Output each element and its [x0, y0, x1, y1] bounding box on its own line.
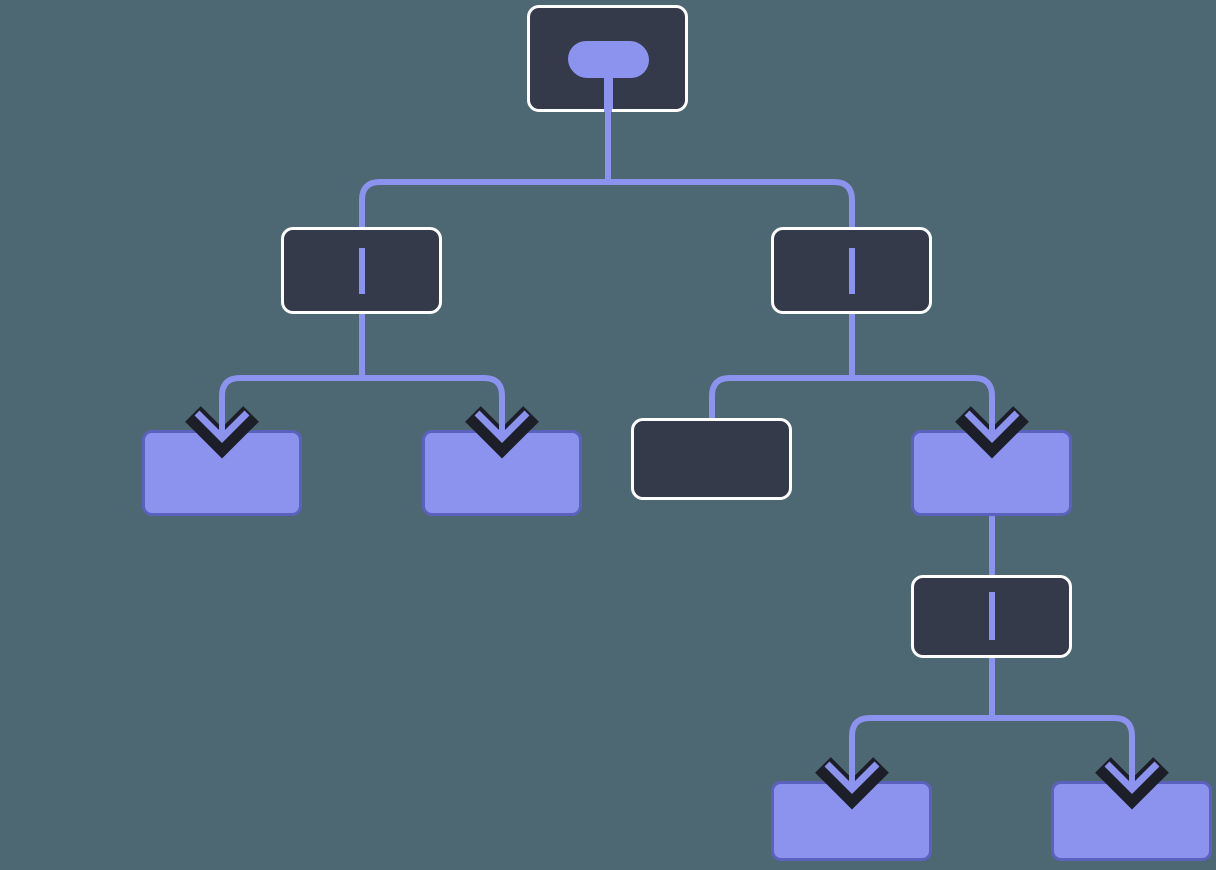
level2-right-node-label [774, 230, 929, 311]
edge-root-to-right [605, 112, 855, 227]
edge-left-to-leaf-a [219, 314, 365, 432]
edge-left-to-leaf-b [359, 314, 505, 432]
dark-leaf-node-label [634, 421, 789, 497]
edge-right-to-branch [849, 314, 995, 432]
leaf-bottom-b[interactable] [1051, 781, 1212, 861]
edge-root-to-left [359, 112, 611, 227]
level2-left-node-label [284, 230, 439, 311]
level2-right-node[interactable] [771, 227, 932, 314]
edge-right-to-dark-leaf [709, 314, 855, 418]
leaf-left-b[interactable] [422, 430, 582, 516]
level4-dark-node[interactable] [911, 575, 1072, 658]
leaf-bottom-a-label [774, 784, 929, 858]
edge-level4-to-bottom-a [849, 658, 995, 783]
leaf-bottom-b-label [1054, 784, 1209, 858]
branch-purple-node-label [914, 433, 1069, 513]
leaf-left-a[interactable] [142, 430, 302, 516]
level4-dark-node-label [914, 578, 1069, 655]
branch-purple-node[interactable] [911, 430, 1072, 516]
leaf-bottom-a[interactable] [771, 781, 932, 861]
root-badge-icon [569, 42, 649, 109]
edge-level4-to-bottom-b [989, 658, 1135, 783]
leaf-left-b-label [425, 433, 579, 513]
level2-left-node[interactable] [281, 227, 442, 314]
root-node[interactable] [527, 5, 688, 112]
dark-leaf-node[interactable] [631, 418, 792, 500]
leaf-left-a-label [145, 433, 299, 513]
